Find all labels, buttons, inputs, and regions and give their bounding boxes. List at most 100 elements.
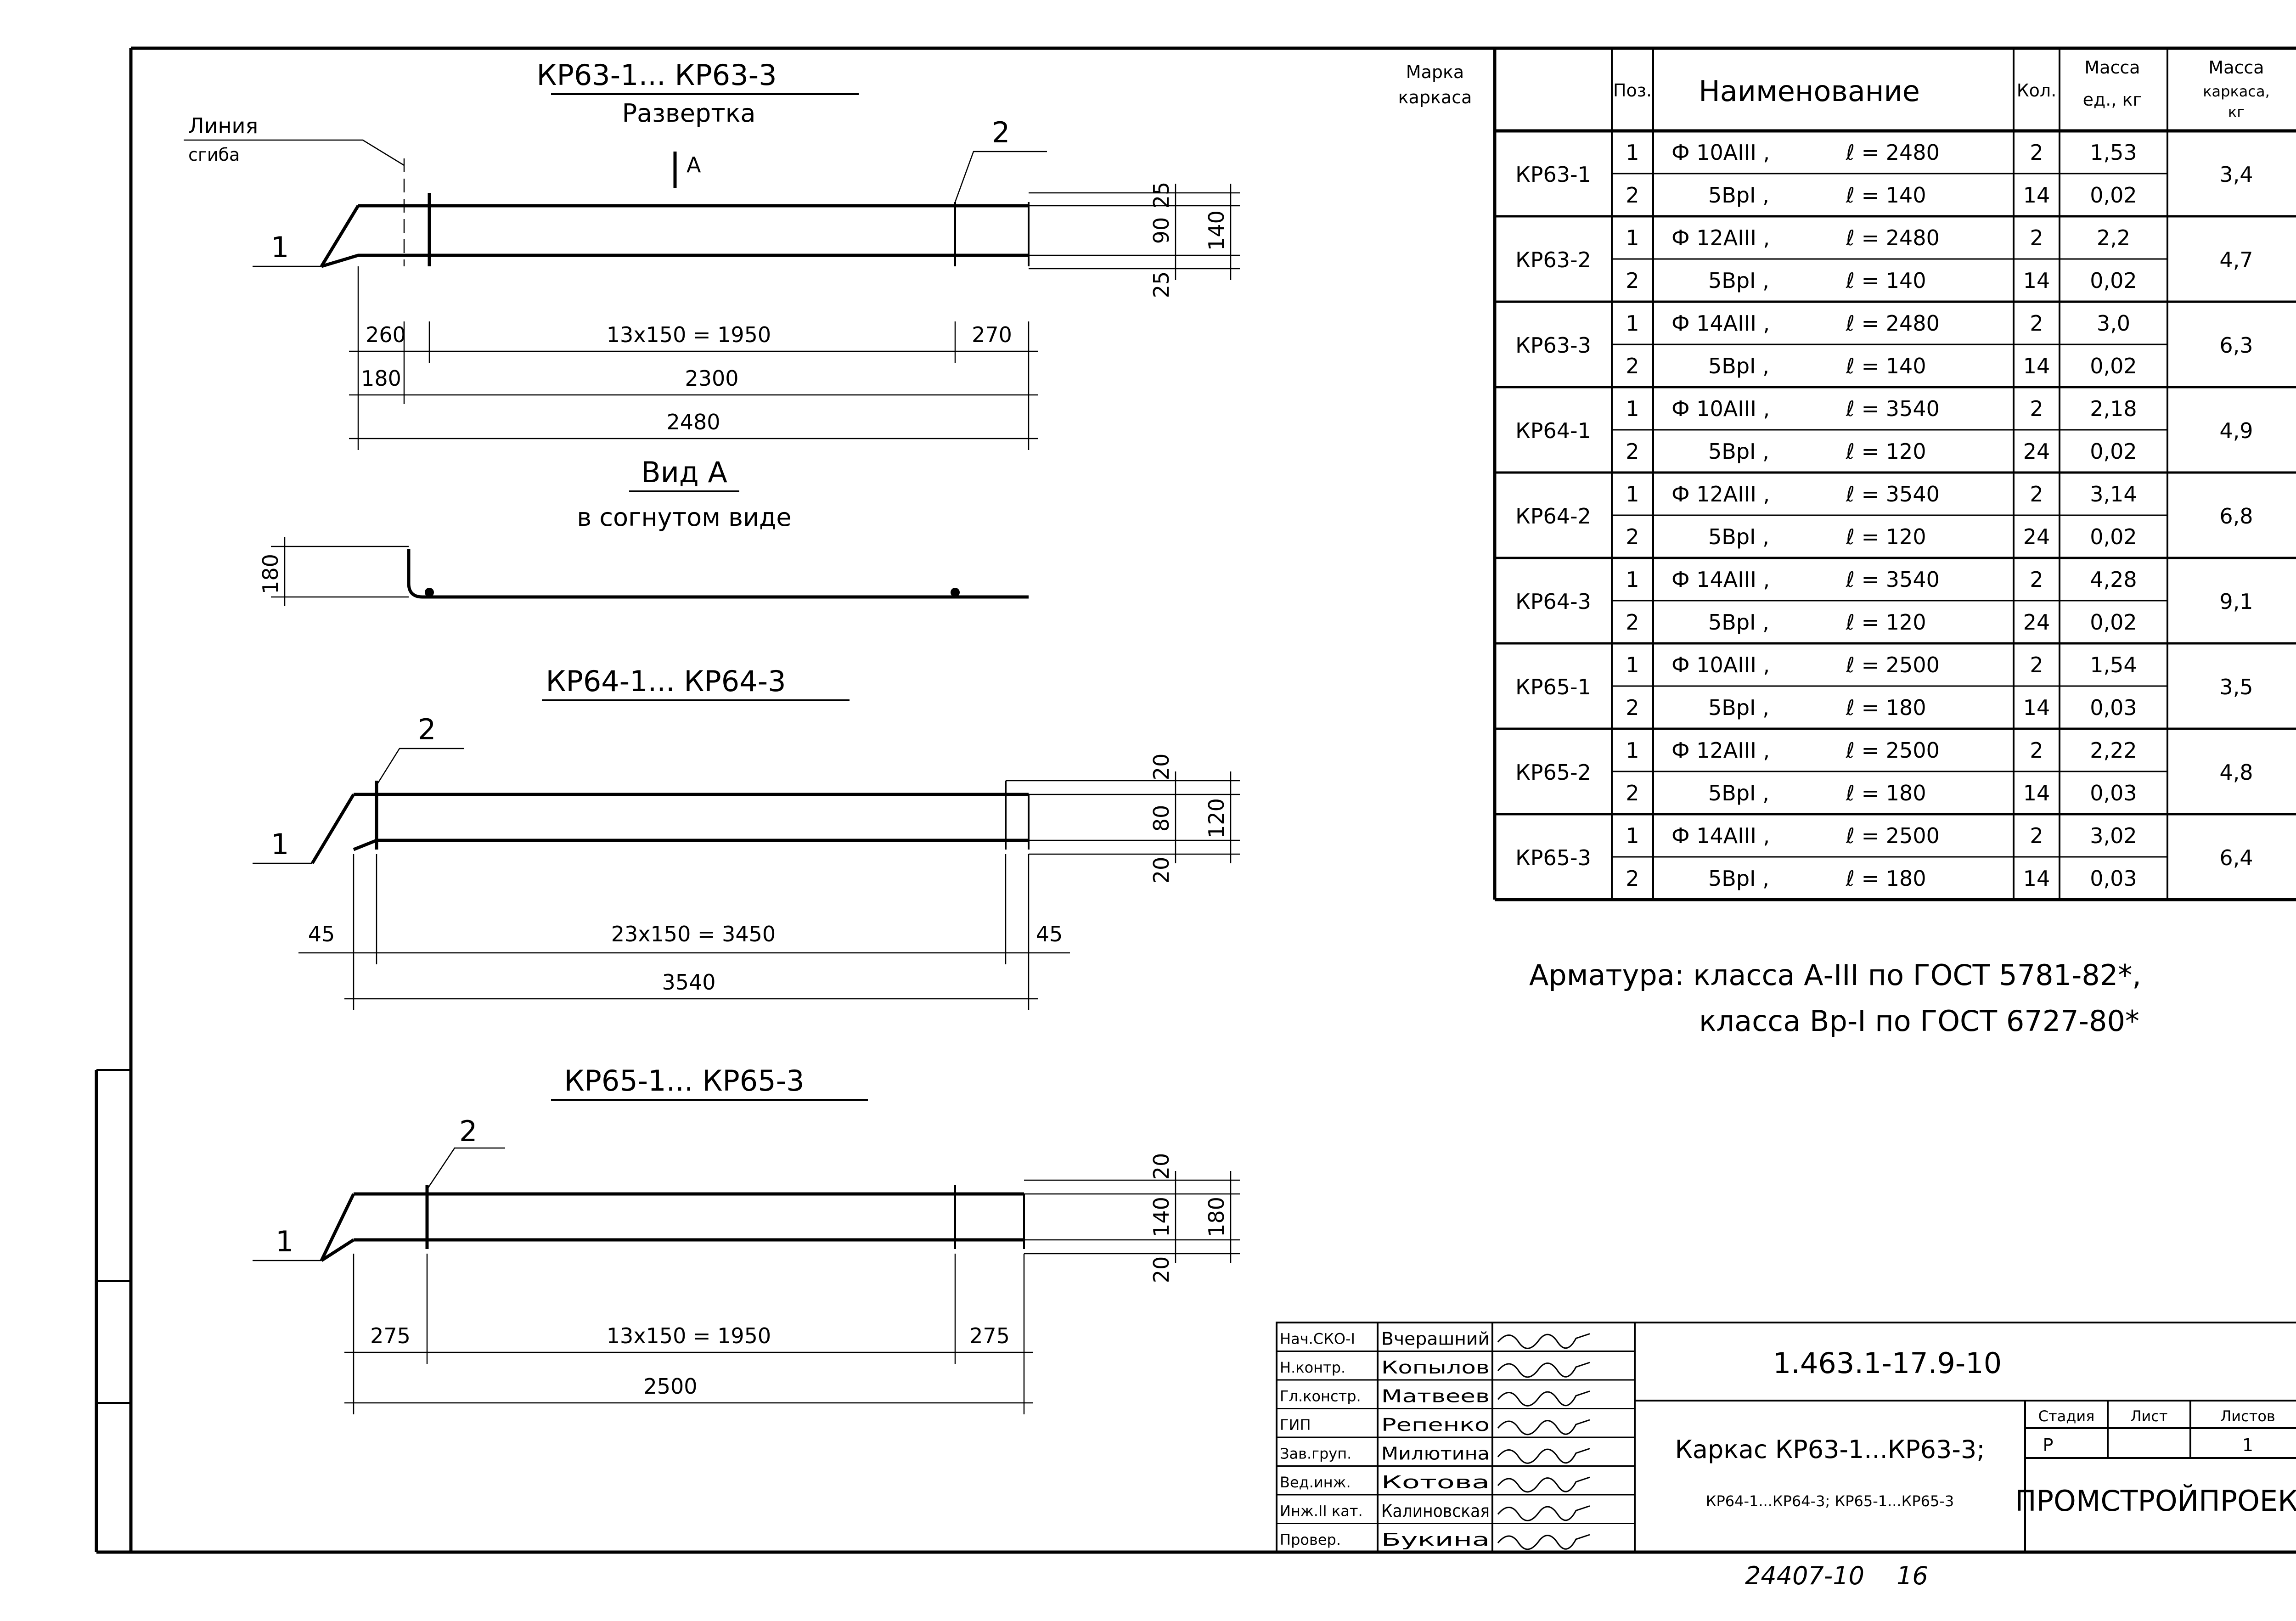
frame-mark: КР65-2 [1515, 760, 1591, 785]
row-qty: 2 [2030, 738, 2043, 763]
row-unit-mass: 2,22 [2090, 738, 2137, 763]
kr65-dim-bot-right: 20 [1149, 1256, 1174, 1283]
view-a-rod-dot-1 [425, 588, 434, 597]
frame-mark: КР63-1 [1515, 162, 1591, 187]
row-unit-mass: 3,0 [2097, 311, 2130, 336]
bend-line-label-1: Линия [188, 113, 258, 138]
row-unit-mass: 0,02 [2090, 610, 2137, 635]
row-qty: 14 [2023, 866, 2050, 891]
row-qty: 2 [2030, 140, 2043, 165]
row-name: Ф 14АIII , [1671, 311, 1770, 336]
row-unit-mass: 2,18 [2090, 396, 2137, 421]
frame-mass: 6,3 [2219, 333, 2253, 358]
row-length: ℓ = 2480 [1846, 225, 1940, 250]
row-name: 5ВрI , [1708, 524, 1769, 549]
row-qty: 2 [2030, 225, 2043, 250]
bend-line-label-2: сгиба [188, 145, 240, 165]
signatory-name: Котова [1381, 1472, 1490, 1492]
kr64-title: КР64-1... КР64-3 [546, 664, 786, 698]
frame-mass: 3,4 [2219, 162, 2253, 187]
signatory-role: Н.контр. [1280, 1359, 1345, 1376]
kr64-dim-top-right: 20 [1149, 754, 1174, 781]
row-name: Ф 14АIII , [1671, 567, 1770, 592]
row-qty: 14 [2023, 268, 2050, 293]
kr63-dim-left-seg: 260 [366, 322, 406, 347]
kr64-dim-total-right: 120 [1204, 798, 1229, 839]
frame-mass: 3,5 [2219, 675, 2253, 699]
kr65-dim-total-right: 180 [1204, 1197, 1229, 1237]
row-qty: 2 [2030, 396, 2043, 421]
row-name: 5ВрI , [1708, 781, 1769, 805]
kr64-dim-left-seg: 45 [308, 922, 335, 946]
kr64-dim-mid-right: 80 [1149, 805, 1174, 832]
row-unit-mass: 0,02 [2090, 439, 2137, 464]
kr63-title: КР63-1... КР63-3 [536, 58, 777, 92]
kr63-subtitle: Развертка [622, 99, 756, 128]
doc-code: 1.463.1-17.9-10 [1773, 1346, 2002, 1380]
drawing-kr65: КР65-1... КР65-3 1 2 20 140 20 180 275 1… [253, 1064, 1240, 1414]
signatory-role: Зав.груп. [1280, 1445, 1351, 1463]
row-name: 5ВрI , [1708, 866, 1769, 891]
archive-number: 24407-10 [1745, 1561, 1864, 1590]
row-unit-mass: 0,02 [2090, 183, 2137, 208]
row-qty: 24 [2023, 610, 2050, 635]
row-unit-mass: 1,53 [2090, 140, 2137, 165]
signature [1497, 1362, 1590, 1378]
row-unit-mass: 2,2 [2097, 225, 2130, 250]
drawing-view-a: Вид А в согнутом виде 180 [258, 456, 1029, 606]
row-unit-mass: 0,02 [2090, 268, 2137, 293]
view-a-subtitle: в согнутом виде [577, 503, 791, 532]
row-unit-mass: 1,54 [2090, 653, 2137, 677]
row-length: ℓ = 2480 [1846, 311, 1940, 336]
signature [1497, 1390, 1590, 1407]
row-unit-mass: 0,03 [2090, 866, 2137, 891]
row-unit-mass: 0,02 [2090, 524, 2137, 549]
kr64-pos1-label: 1 [271, 827, 289, 861]
kr63-dim-right-seg: 270 [972, 322, 1012, 347]
frame-mass: 6,8 [2219, 504, 2253, 529]
frame-mark: КР64-1 [1515, 418, 1591, 443]
row-qty: 2 [2030, 823, 2043, 848]
kr63-dim-overall: 2480 [666, 410, 720, 434]
kr63-dim-inner: 2300 [685, 366, 738, 391]
kr65-title: КР65-1... КР65-3 [564, 1064, 804, 1098]
page-number: 16 [1896, 1561, 1928, 1590]
sheet-frame [95, 46, 2296, 1554]
kr64-pos2-label: 2 [418, 713, 436, 746]
row-name: 5ВрI , [1708, 354, 1769, 378]
kr65-dim-top-right: 20 [1149, 1153, 1174, 1180]
spec-table-body: КР63-1 3,4 1 Ф 10АIII , ℓ = 2480 2 1,53 2 5ВрI ,… [1515, 140, 2253, 891]
frame-mark: КР64-3 [1515, 589, 1591, 614]
row-qty: 2 [2030, 311, 2043, 336]
frame-mark: КР63-2 [1515, 248, 1591, 272]
kr65-dim-left-seg: 275 [370, 1323, 411, 1348]
header-qty: Кол. [2017, 80, 2057, 101]
row-qty: 14 [2023, 354, 2050, 378]
row-pos: 1 [1626, 311, 1639, 336]
signature [1497, 1333, 1590, 1349]
signatory-role: Вед.инж. [1280, 1474, 1351, 1491]
row-pos: 1 [1626, 482, 1639, 507]
signatory-name: Букина [1381, 1530, 1490, 1550]
signatory-role: Инж.II кат. [1280, 1503, 1363, 1520]
signatory-role: ГИП [1280, 1416, 1311, 1434]
kr63-dim-total-right: 140 [1204, 210, 1229, 251]
stage-value: Р [2043, 1435, 2054, 1455]
row-pos: 1 [1626, 396, 1639, 421]
sheet-label: Лист [2130, 1407, 2167, 1425]
signature [1497, 1505, 1590, 1521]
row-unit-mass: 3,02 [2090, 823, 2137, 848]
title-line-2: КР64-1...КР64-3; КР65-1...КР65-3 [1706, 1492, 1954, 1510]
row-name: Ф 10АIII , [1671, 653, 1770, 677]
row-pos: 1 [1626, 567, 1639, 592]
kr65-dim-middle: 13x150 = 1950 [607, 1323, 771, 1348]
row-name: 5ВрI , [1708, 183, 1769, 208]
signatory-name: Вчерашний [1381, 1329, 1490, 1349]
row-unit-mass: 4,28 [2090, 567, 2137, 592]
row-length: ℓ = 120 [1846, 610, 1926, 635]
row-name: Ф 10АIII , [1671, 396, 1770, 421]
row-pos: 2 [1626, 268, 1639, 293]
row-length: ℓ = 3540 [1846, 482, 1940, 507]
